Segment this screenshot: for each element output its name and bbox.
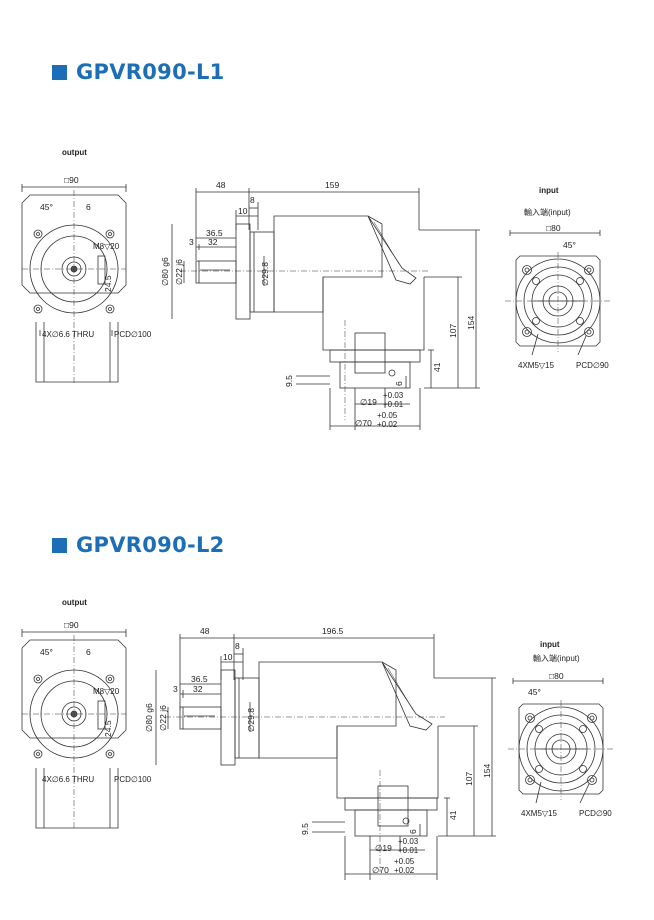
dim-holes: 4X∅6.6 THRU bbox=[42, 775, 94, 784]
dim-245: 24.5 bbox=[103, 275, 113, 292]
dim-154: 154 bbox=[466, 316, 476, 330]
dim-298: ∅29.8 bbox=[246, 708, 256, 732]
input-view bbox=[508, 678, 613, 804]
dim-angle-in: 45° bbox=[563, 240, 576, 250]
dim-g6: ∅80 g6 bbox=[144, 703, 154, 732]
side-view bbox=[155, 634, 496, 880]
dim-365: 36.5 bbox=[191, 674, 208, 684]
dim-pcd-in: PCD∅90 bbox=[579, 809, 612, 818]
dim-107: 107 bbox=[464, 772, 474, 786]
dim-tol4: +0.02 bbox=[377, 420, 398, 429]
dim-tol2: +0.01 bbox=[398, 846, 419, 855]
input-label: input bbox=[540, 640, 560, 649]
section-title-l2: GPVR090-L2 bbox=[52, 533, 225, 557]
dim-245: 24.5 bbox=[103, 720, 113, 737]
dim-angle-out: 45° bbox=[40, 202, 53, 212]
dim-48: 48 bbox=[200, 626, 210, 636]
dim-298: ∅29.8 bbox=[260, 262, 270, 286]
dim-tap: M8▽20 bbox=[93, 687, 120, 696]
dim-10: 10 bbox=[223, 652, 233, 662]
title-square-icon bbox=[52, 537, 67, 553]
dim-m5: 4XM5▽15 bbox=[521, 809, 558, 818]
side-view bbox=[171, 188, 480, 430]
dim-32: 32 bbox=[208, 237, 218, 247]
dim-tol4: +0.02 bbox=[394, 866, 415, 875]
input-sub-label: 輸入端(input) bbox=[533, 653, 580, 663]
drawing-l2: output □90 45° 6 M8▽20 24.5 4X∅6.6 THRU … bbox=[21, 598, 613, 880]
dim-32: 32 bbox=[193, 684, 203, 694]
dim-square-in: □80 bbox=[549, 671, 564, 681]
input-label: input bbox=[539, 186, 559, 195]
output-label: output bbox=[62, 148, 87, 157]
dim-square-out: □90 bbox=[64, 175, 79, 185]
drawing-l1: output □90 45° 6 M8▽20 24.5 4X∅6.6 THRU … bbox=[21, 148, 610, 430]
input-view bbox=[505, 230, 610, 356]
dim-tol1: +0.03 bbox=[383, 391, 404, 400]
dim-41: 41 bbox=[448, 810, 458, 820]
dim-square-out: □90 bbox=[64, 620, 79, 630]
input-sub-label: 輸入端(input) bbox=[524, 207, 571, 217]
dim-angle-in: 45° bbox=[528, 687, 541, 697]
dim-h6: 6 bbox=[394, 381, 404, 386]
dim-j6: ∅22 j6 bbox=[158, 705, 168, 731]
dim-pcd-out: PCD∅100 bbox=[114, 330, 152, 339]
dim-six: 6 bbox=[86, 647, 91, 657]
dim-365: 36.5 bbox=[206, 228, 223, 238]
dim-19: ∅19 bbox=[375, 843, 392, 853]
dim-70: ∅70 bbox=[355, 418, 372, 428]
dim-19: ∅19 bbox=[360, 397, 377, 407]
dim-m5: 4XM5▽15 bbox=[518, 361, 555, 370]
model-title: GPVR090-L1 bbox=[76, 60, 225, 84]
dim-tol3: +0.05 bbox=[394, 857, 415, 866]
dim-tap: M8▽20 bbox=[93, 242, 120, 251]
dim-tol2: +0.01 bbox=[383, 400, 404, 409]
dim-154: 154 bbox=[482, 764, 492, 778]
dim-angle-out: 45° bbox=[40, 647, 53, 657]
dim-8: 8 bbox=[250, 195, 255, 205]
output-label: output bbox=[62, 598, 87, 607]
section-title-l1: GPVR090-L1 bbox=[52, 60, 225, 84]
dim-j6: ∅22 j6 bbox=[174, 259, 184, 285]
dim-holes: 4X∅6.6 THRU bbox=[42, 330, 94, 339]
dim-total: 196.5 bbox=[322, 626, 344, 636]
dim-10: 10 bbox=[238, 206, 248, 216]
dim-tol3: +0.05 bbox=[377, 411, 398, 420]
dim-95: 9.5 bbox=[284, 375, 294, 387]
dim-41: 41 bbox=[432, 362, 442, 372]
dim-70: ∅70 bbox=[372, 865, 389, 875]
dim-3: 3 bbox=[173, 684, 178, 694]
dim-3: 3 bbox=[189, 237, 194, 247]
dim-total: 159 bbox=[325, 180, 339, 190]
dim-tol1: +0.03 bbox=[398, 837, 419, 846]
dim-g6: ∅80 g6 bbox=[160, 257, 170, 286]
dim-48: 48 bbox=[216, 180, 226, 190]
dim-95: 9.5 bbox=[300, 823, 310, 835]
title-square-icon bbox=[52, 64, 67, 80]
dim-h6: 6 bbox=[408, 829, 418, 834]
output-front-view bbox=[21, 184, 127, 385]
dim-six: 6 bbox=[86, 202, 91, 212]
output-front-view bbox=[21, 629, 127, 830]
dim-107: 107 bbox=[448, 324, 458, 338]
dim-square-in: □80 bbox=[546, 223, 561, 233]
dim-8: 8 bbox=[235, 641, 240, 651]
dim-pcd-in: PCD∅90 bbox=[576, 361, 609, 370]
model-title: GPVR090-L2 bbox=[76, 533, 225, 557]
dim-pcd-out: PCD∅100 bbox=[114, 775, 152, 784]
